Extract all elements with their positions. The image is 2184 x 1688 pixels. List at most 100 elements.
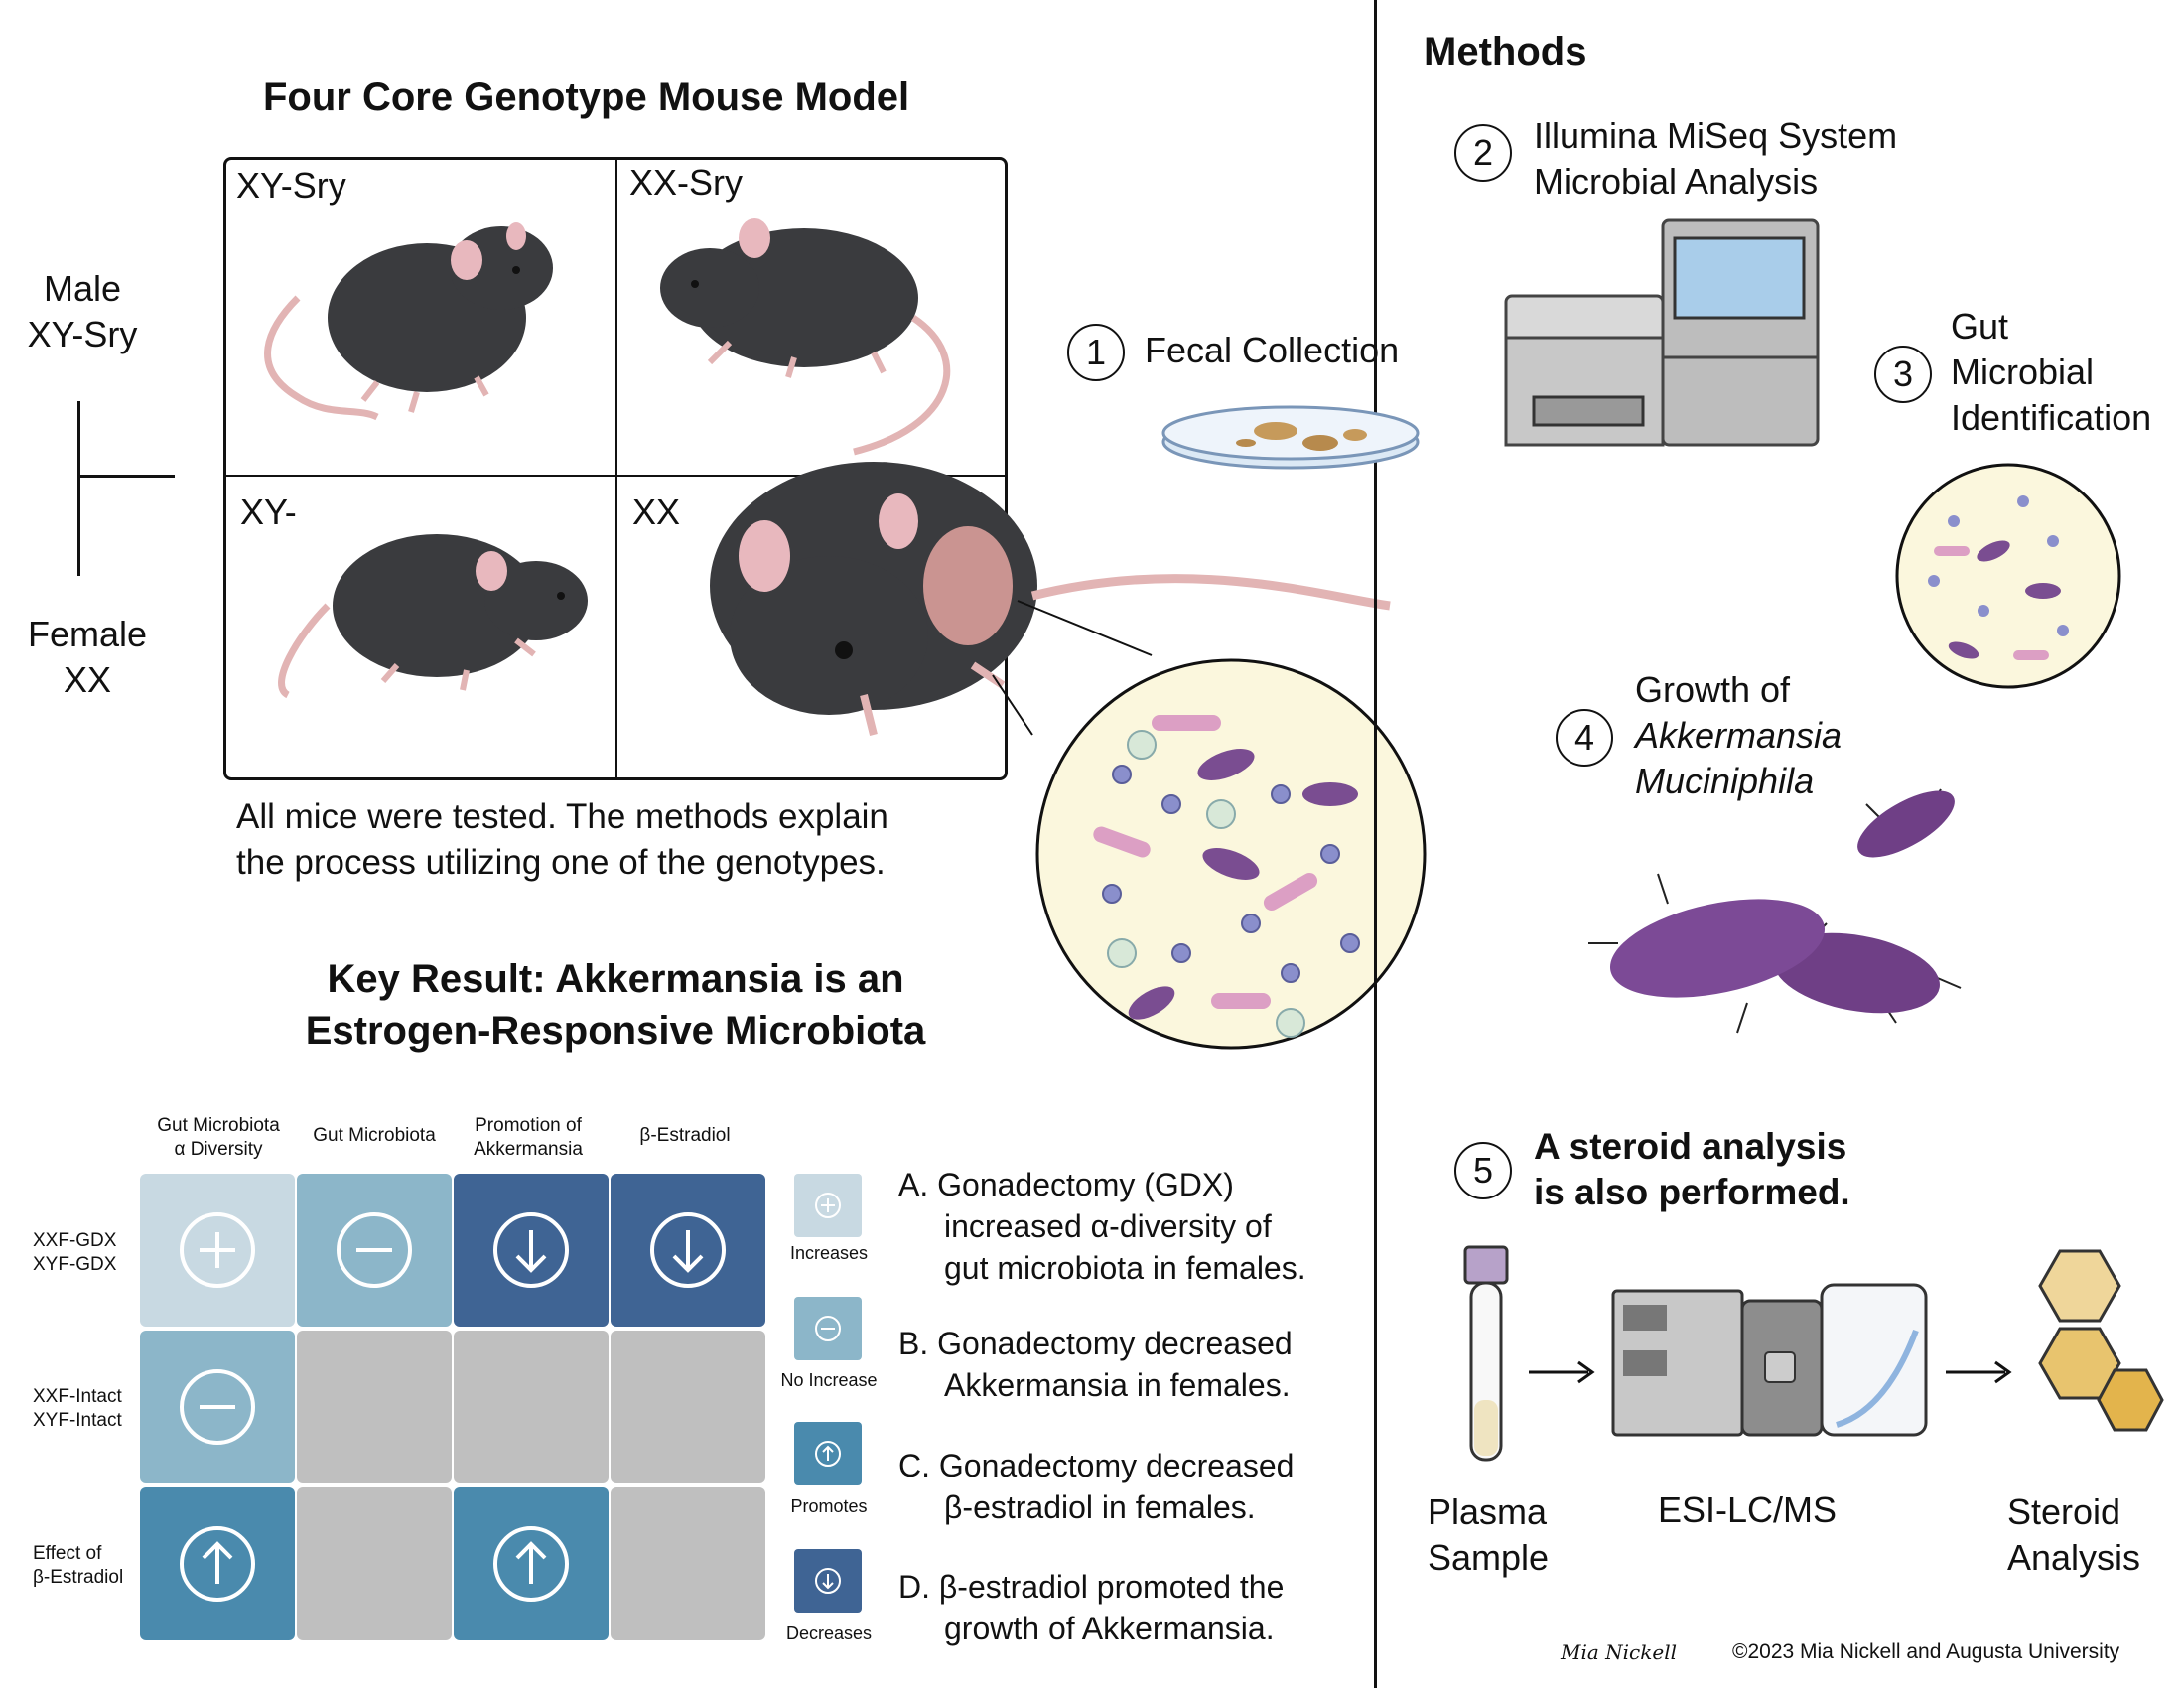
lcms-instrument-icon <box>1611 1283 1928 1437</box>
male-label-line1: Male <box>43 268 122 309</box>
col-header-alpha-diversity-line2: α Diversity <box>174 1139 263 1160</box>
methods-heading: Methods <box>1424 30 1587 73</box>
steroid-pipeline-illustration <box>1463 1245 2164 1462</box>
legend-no-increase-label: No Increase <box>780 1370 878 1390</box>
legend-promotes-label: Promotes <box>790 1496 868 1516</box>
legend-decreases-label: Decreases <box>785 1623 873 1643</box>
step-4-label: Growth of Akkermansia Muciniphila <box>1635 667 1842 804</box>
step-4-label-line3: Muciniphila <box>1635 761 1815 801</box>
step-4-label-line1: Growth of <box>1635 669 1791 710</box>
result-c-line1: C. Gonadectomy decreased <box>898 1448 1295 1483</box>
result-a: A. Gonadectomy (GDX) increased α-diversi… <box>898 1164 1306 1289</box>
genotype-xx-sry: XX-Sry <box>629 162 744 203</box>
cell-intact-alpha-no-increase <box>140 1331 295 1483</box>
mouse-xx-icon <box>710 462 1391 736</box>
pipeline-steroid-label: Steroid Analysis <box>2007 1489 2140 1581</box>
row-label-intact-line1: XXF-Intact <box>33 1386 122 1407</box>
row-label-intact: XXF-Intact XYF-Intact <box>33 1385 122 1433</box>
mouse-illustrations <box>264 218 1391 736</box>
col-header-alpha-diversity: Gut Microbiota α Diversity <box>139 1114 298 1162</box>
microbiota-magnified-icon <box>1035 658 1427 1050</box>
step-5-label-line1: A steroid analysis <box>1534 1126 1847 1167</box>
petri-dish-icon <box>1161 405 1420 470</box>
cell-estradiol-alpha-promotes <box>140 1487 295 1640</box>
pipeline-steroid-line1: Steroid <box>2007 1491 2121 1532</box>
result-a-line1: A. Gonadectomy (GDX) <box>898 1167 1234 1202</box>
arrow-right-icon <box>1946 1360 2012 1384</box>
result-a-line2: increased α-diversity of <box>944 1208 1272 1244</box>
cell-intact-akkermansia-empty <box>297 1331 452 1483</box>
akkermansia-bacteria-icon <box>1588 788 1962 1034</box>
result-d-line1: D. β-estradiol promoted the <box>898 1569 1285 1605</box>
step-2-number: 2 <box>1454 124 1512 182</box>
model-caption: All mice were tested. The methods explai… <box>236 794 888 886</box>
legend-increases-swatch <box>794 1174 862 1237</box>
down-arrow-circle-icon <box>493 1212 569 1288</box>
step-5-label-line2: is also performed. <box>1534 1172 1850 1212</box>
minus-circle-icon <box>815 1316 841 1341</box>
cell-gdx-estradiol-decreases <box>611 1174 765 1327</box>
step-1-number: 1 <box>1067 324 1125 381</box>
artist-signature: Mia Nickell <box>1561 1640 1678 1664</box>
arrow-right-icon <box>1529 1360 1595 1384</box>
sequencer-machine-icon <box>1504 218 1820 447</box>
step-1-label: Fecal Collection <box>1145 330 1400 370</box>
cell-gdx-akkermansia-no-increase <box>297 1174 452 1327</box>
minus-circle-icon <box>180 1369 255 1445</box>
sex-axis-horizontal <box>79 475 175 478</box>
section-divider <box>1374 0 1377 1688</box>
step-2-label: Illumina MiSeq System Microbial Analysis <box>1534 113 1897 205</box>
row-label-intact-line2: XYF-Intact <box>33 1410 122 1431</box>
genotype-xx: XX <box>632 492 681 532</box>
col-header-promotion-line2: Akkermansia <box>474 1139 583 1160</box>
col-header-promotion: Promotion of Akkermansia <box>449 1114 608 1162</box>
step-5-number: 5 <box>1454 1142 1512 1199</box>
result-d: D. β-estradiol promoted the growth of Ak… <box>898 1566 1284 1649</box>
key-result-title-line2: Estrogen-Responsive Microbiota <box>305 1009 926 1053</box>
legend-no-increase-swatch <box>794 1297 862 1360</box>
genotype-xy-minus: XY- <box>240 492 297 532</box>
step-3-label-line3: Identification <box>1951 397 2152 438</box>
genotype-grid <box>223 157 1008 780</box>
male-label: Male XY-Sry <box>18 266 147 357</box>
row-label-estradiol: Effect of β-Estradiol <box>33 1542 123 1590</box>
blood-tube-icon <box>1463 1245 1509 1462</box>
cell-estradiol-akkermansia-empty <box>297 1487 452 1640</box>
plus-circle-icon <box>180 1212 255 1288</box>
microbe-sample-icon <box>1895 463 2121 689</box>
model-caption-line2: the process utilizing one of the genotyp… <box>236 843 886 882</box>
pipeline-steroid-line2: Analysis <box>2007 1537 2141 1578</box>
row-label-estradiol-line1: Effect of <box>33 1543 102 1564</box>
step-3-number: 3 <box>1874 346 1932 403</box>
cell-gdx-promotion-decreases <box>454 1174 609 1327</box>
plus-circle-icon <box>815 1193 841 1218</box>
up-arrow-circle-icon <box>180 1526 255 1602</box>
row-label-gdx-line2: XYF-GDX <box>33 1254 117 1275</box>
mouse-xy-sry-icon <box>264 222 553 421</box>
down-arrow-circle-icon <box>815 1568 841 1594</box>
key-result-title-line1: Key Result: Akkermansia is an <box>327 957 904 1001</box>
result-c: C. Gonadectomy decreased β-estradiol in … <box>898 1445 1294 1528</box>
hexagon-molecule-icon <box>2038 1249 2164 1432</box>
step-3-label-line1: Gut <box>1951 306 2009 347</box>
minus-circle-icon <box>337 1212 412 1288</box>
pipeline-plasma-line1: Plasma <box>1428 1491 1548 1532</box>
col-header-akkermansia: Gut Microbiota <box>313 1125 436 1146</box>
step-2-label-line1: Illumina MiSeq System <box>1534 115 1898 156</box>
step-3-label-line2: Microbial <box>1951 352 2095 392</box>
col-header-estradiol: β-Estradiol <box>639 1125 731 1146</box>
result-c-line2: β-estradiol in females. <box>944 1489 1256 1525</box>
step-3-label: Gut Microbial Identification <box>1951 304 2151 441</box>
col-header-alpha-diversity-line1: Gut Microbiota <box>157 1115 280 1136</box>
down-arrow-circle-icon <box>650 1212 726 1288</box>
up-arrow-circle-icon <box>815 1441 841 1467</box>
cell-intact-promotion-empty <box>454 1331 609 1483</box>
model-title: Four Core Genotype Mouse Model <box>263 75 910 119</box>
step-5-label: A steroid analysis is also performed. <box>1534 1124 1850 1215</box>
copyright-text: ©2023 Mia Nickell and Augusta University <box>1732 1640 2120 1663</box>
result-b-line1: B. Gonadectomy decreased <box>898 1326 1293 1361</box>
legend-promotes-swatch <box>794 1422 862 1485</box>
legend-decreases-swatch <box>794 1549 862 1613</box>
cell-estradiol-promotion-promotes <box>454 1487 609 1640</box>
row-label-gdx: XXF-GDX XYF-GDX <box>33 1229 116 1277</box>
